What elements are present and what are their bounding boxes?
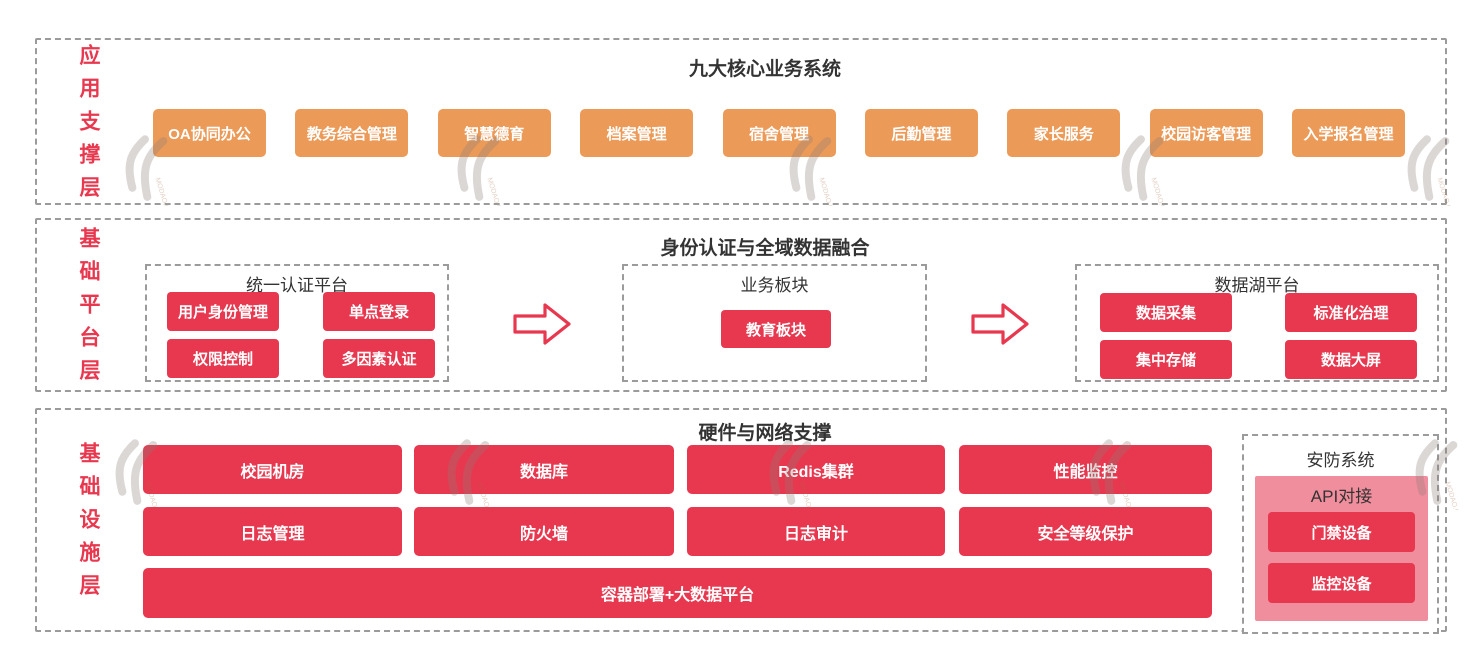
system-box-visitor: 校园访客管理	[1149, 109, 1263, 157]
infra-box-performance-monitor: 性能监控	[959, 445, 1212, 494]
flow-arrow-icon	[971, 303, 1029, 345]
data-lake-title: 数据湖平台	[1214, 276, 1300, 295]
chip-data-dashboard: 数据大屏	[1285, 340, 1417, 379]
device-surveillance: 监控设备	[1268, 563, 1415, 603]
business-block-title: 业务板块	[740, 276, 809, 295]
infra-box-log-audit: 日志审计	[687, 507, 945, 556]
layer-title-infrastructure: 硬件与网络支撑	[698, 423, 832, 444]
api-integration-title: API对接	[1310, 487, 1373, 506]
infra-box-redis-cluster: Redis集群	[687, 445, 945, 494]
data-lake-group: 数据湖平台 数据采集 标准化治理 集中存储 数据大屏	[1075, 264, 1439, 382]
security-system-group: 安防系统 API对接 门禁设备 监控设备	[1242, 434, 1439, 634]
system-box-dormitory: 宿舍管理	[722, 109, 836, 157]
chip-user-identity: 用户身份管理	[167, 292, 279, 331]
infra-box-log-management: 日志管理	[143, 507, 402, 556]
security-system-title: 安防系统	[1306, 451, 1375, 470]
chip-education-block: 教育板块	[721, 310, 831, 348]
device-access-control: 门禁设备	[1268, 512, 1415, 552]
flow-arrow-icon	[513, 303, 571, 345]
system-box-archives: 档案管理	[580, 109, 694, 157]
chip-mfa: 多因素认证	[323, 339, 435, 378]
chip-data-collection: 数据采集	[1100, 293, 1232, 332]
unified-auth-group: 统一认证平台 用户身份管理 单点登录 权限控制 多因素认证	[145, 264, 449, 382]
infra-box-security-grade: 安全等级保护	[959, 507, 1212, 556]
infra-box-firewall: 防火墙	[414, 507, 674, 556]
chip-standardized-governance: 标准化治理	[1285, 293, 1417, 332]
layer-basic-platform: 基础平台层 身份认证与全域数据融合 统一认证平台 用户身份管理 单点登录 权限控…	[35, 218, 1447, 392]
system-box-logistics: 后勤管理	[864, 109, 978, 157]
layer-label-infrastructure: 基础设施层	[79, 442, 101, 598]
layer-label-platform: 基础平台层	[79, 227, 101, 383]
layer-title-application: 九大核心业务系统	[688, 59, 842, 80]
layer-label-application: 应用支撑层	[79, 44, 101, 199]
unified-auth-title: 统一认证平台	[246, 276, 348, 295]
core-systems-row: OA协同办公 教务综合管理 智慧德育 档案管理 宿舍管理 后勤管理 家长服务 校…	[153, 109, 1405, 157]
system-box-enrollment: 入学报名管理	[1292, 109, 1405, 157]
api-integration-panel: API对接 门禁设备 监控设备	[1255, 476, 1428, 621]
infra-box-server-room: 校园机房	[143, 445, 402, 494]
layer-infrastructure: 基础设施层 硬件与网络支撑 校园机房 数据库 Redis集群 性能监控 日志管理…	[35, 408, 1447, 634]
system-box-oa: OA协同办公	[153, 109, 266, 157]
layer-title-platform: 身份认证与全域数据融合	[660, 238, 870, 259]
chip-permission: 权限控制	[167, 339, 279, 378]
system-box-parents: 家长服务	[1007, 109, 1121, 157]
chip-centralized-storage: 集中存储	[1100, 340, 1232, 379]
layer-application-support: 应用支撑层 九大核心业务系统 OA协同办公 教务综合管理 智慧德育 档案管理 宿…	[35, 38, 1447, 205]
infra-box-container-bigdata: 容器部署+大数据平台	[143, 568, 1212, 618]
chip-sso: 单点登录	[323, 292, 435, 331]
business-block-group: 业务板块 教育板块	[622, 264, 927, 382]
system-box-academic: 教务综合管理	[295, 109, 409, 157]
infra-box-database: 数据库	[414, 445, 674, 494]
system-box-moral-education: 智慧德育	[437, 109, 551, 157]
